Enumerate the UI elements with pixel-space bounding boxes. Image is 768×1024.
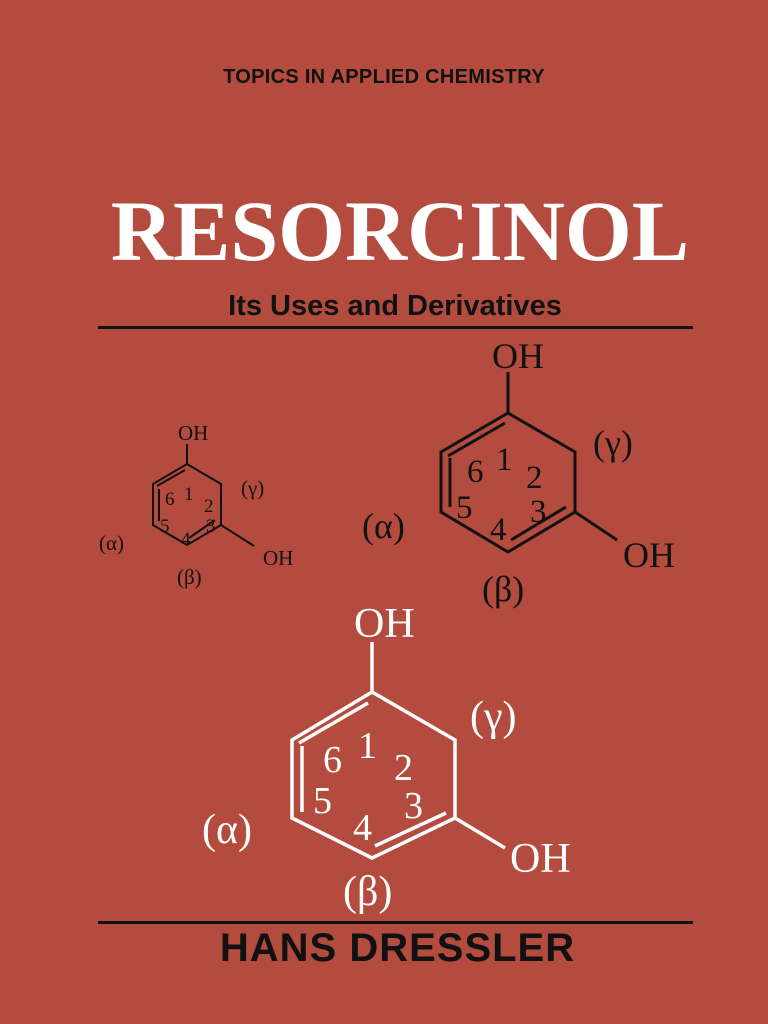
book-title: RESORCINOL	[110, 183, 690, 279]
position-1: 1	[358, 725, 377, 767]
position-6: 6	[165, 489, 175, 510]
position-3: 3	[404, 785, 423, 827]
alpha-label: (α)	[99, 531, 124, 555]
beta-label: (β)	[482, 569, 524, 609]
gamma-label: (γ)	[593, 423, 633, 463]
position-5: 5	[313, 780, 332, 822]
position-4: 4	[181, 529, 191, 550]
position-1: 1	[184, 484, 194, 505]
beta-label: (β)	[177, 565, 202, 589]
position-1: 1	[496, 442, 513, 478]
position-2: 2	[394, 747, 413, 789]
series-title: TOPICS IN APPLIED CHEMISTRY	[223, 66, 545, 88]
position-6: 6	[323, 739, 342, 781]
top-divider	[98, 326, 693, 329]
beta-label: (β)	[343, 869, 392, 915]
alpha-label: (α)	[362, 506, 405, 546]
author-name: HANS DRESSLER	[219, 926, 576, 970]
position-3: 3	[530, 494, 547, 530]
position-2: 2	[204, 496, 214, 517]
alpha-label: (α)	[202, 807, 252, 853]
position-5: 5	[160, 516, 170, 537]
oh-label-top: OH	[178, 421, 208, 445]
book-subtitle: Its Uses and Derivatives	[228, 290, 562, 322]
oh-label-side: OH	[623, 535, 675, 575]
oh-label-side: OH	[510, 836, 571, 882]
oh-label-side: OH	[263, 546, 293, 570]
position-4: 4	[353, 807, 372, 849]
position-3: 3	[206, 516, 216, 537]
position-2: 2	[526, 460, 543, 496]
gamma-label: (γ)	[470, 694, 517, 740]
position-4: 4	[490, 512, 507, 548]
bottom-divider	[98, 921, 693, 924]
gamma-label: (γ)	[241, 476, 264, 500]
position-5: 5	[456, 490, 473, 526]
oh-label-top: OH	[354, 601, 415, 647]
position-6: 6	[467, 454, 484, 490]
oh-label-top: OH	[492, 336, 544, 376]
